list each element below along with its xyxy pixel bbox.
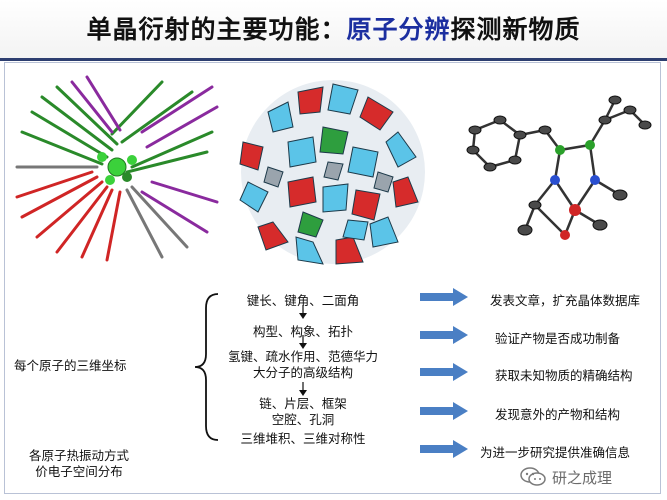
middle-item-2-text: 构型、构象、拓扑 <box>252 324 353 339</box>
result-1: 发表文章，扩充晶体数据库 <box>490 293 641 308</box>
result-2: 验证产物是否成功制备 <box>495 331 621 346</box>
polyhedral-cage-image <box>239 80 425 265</box>
middle-item-3-line1: 氢键、疏水作用、范德华力 <box>227 349 378 364</box>
title-bar: 单晶衍射的主要功能：原子分辨探测新物质 <box>0 0 667 61</box>
bottom-left-line1: 各原子热振动方式 <box>28 448 129 463</box>
result-3: 获取未知物质的精确结构 <box>495 368 633 383</box>
right-arrow-icon <box>420 363 468 381</box>
middle-item-1: 键长、键角、二面角 <box>228 290 378 309</box>
title-prefix: 单晶衍射的主要功能： <box>86 15 347 44</box>
content-frame <box>4 62 661 494</box>
middle-item-3: 氢键、疏水作用、范德华力 大分子的高级结构 <box>218 349 388 381</box>
framework-structure-image <box>15 75 219 262</box>
right-arrow-icon <box>420 402 468 420</box>
down-arrow-icon <box>299 305 307 319</box>
down-arrow-icon <box>299 335 307 349</box>
middle-item-4: 链、片层、框架 空腔、孔洞 <box>228 396 378 428</box>
middle-item-4-line2: 空腔、孔洞 <box>271 412 335 427</box>
result-4: 发现意外的产物和结构 <box>495 407 621 422</box>
middle-item-2: 构型、构象、拓扑 <box>228 321 378 340</box>
middle-item-4-line1: 链、片层、框架 <box>259 396 347 411</box>
left-label: 每个原子的三维坐标 <box>14 358 127 373</box>
middle-item-3-line2: 大分子的高级结构 <box>252 365 353 380</box>
middle-item-5-text: 三维堆积、三维对称性 <box>240 431 366 446</box>
middle-item-5: 三维堆积、三维对称性 <box>218 428 388 447</box>
result-5: 为进一步研究提供准确信息 <box>480 445 631 460</box>
right-arrow-icon <box>420 440 468 458</box>
bottom-left-text: 各原子热振动方式 价电子空间分布 <box>14 448 144 480</box>
molecular-structure-image <box>466 95 652 240</box>
right-arrow-icon <box>420 326 468 344</box>
page-title: 单晶衍射的主要功能：原子分辨探测新物质 <box>0 10 667 46</box>
title-highlight: 原子分辨 <box>346 15 451 44</box>
brace-icon <box>194 293 219 441</box>
bottom-left-line2: 价电子空间分布 <box>35 464 123 479</box>
watermark: 研之成理 <box>520 466 612 488</box>
middle-item-1-text: 键长、键角、二面角 <box>246 293 360 308</box>
right-arrow-icon <box>420 288 468 306</box>
watermark-text: 研之成理 <box>552 468 613 487</box>
down-arrow-icon <box>299 382 307 396</box>
title-suffix: 探测新物质 <box>450 15 581 44</box>
wechat-icon <box>520 467 546 486</box>
